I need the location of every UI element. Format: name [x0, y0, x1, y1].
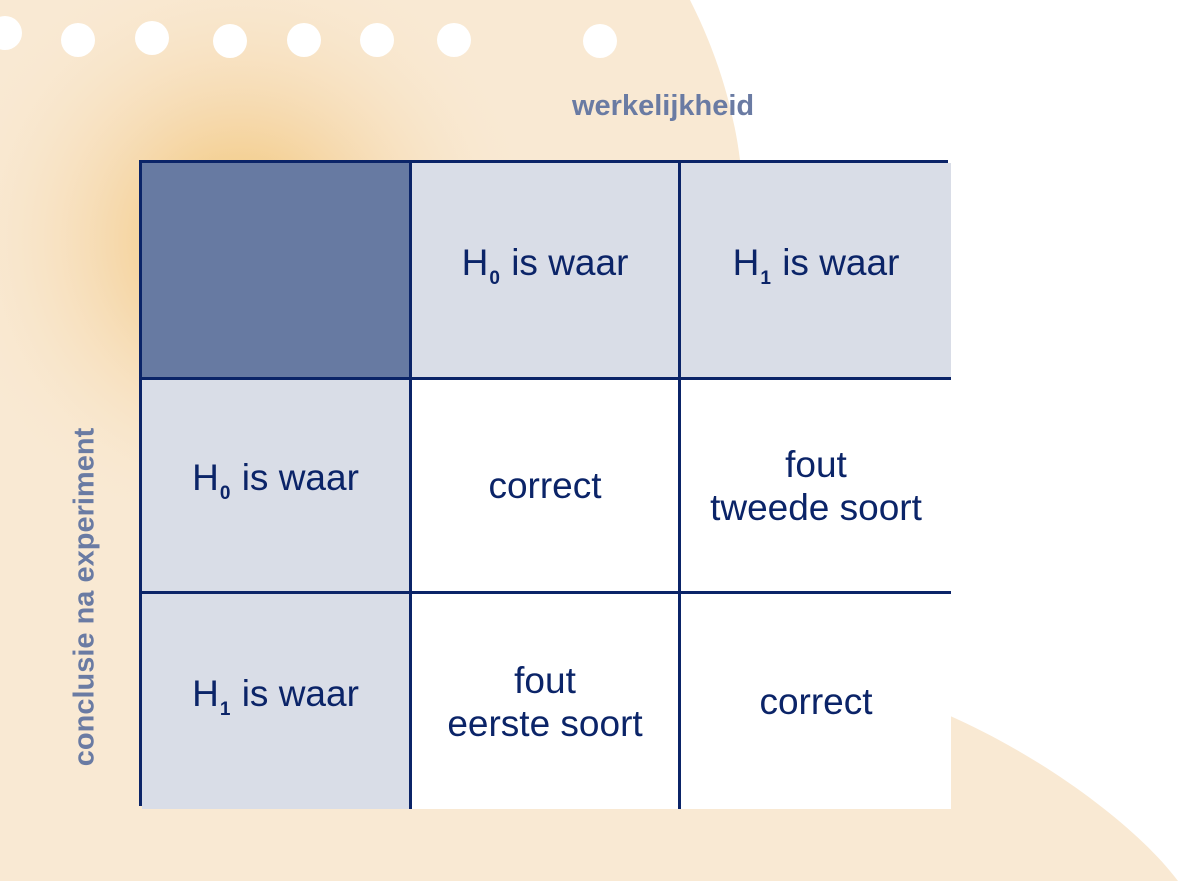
hypothesis-text: is waar: [782, 241, 900, 283]
cell-text-line-1: fout: [514, 659, 576, 701]
hypothesis-text: is waar: [241, 673, 359, 714]
cell-h0-h1: fout tweede soort: [681, 380, 951, 594]
hypothesis-subscript: 1: [219, 699, 231, 720]
cell-text-line-2: tweede soort: [710, 486, 922, 528]
hypothesis-symbol: H: [192, 457, 219, 498]
hypothesis-subscript: 1: [760, 267, 771, 289]
hypothesis-symbol: H: [461, 241, 489, 283]
cell-text: correct: [759, 681, 873, 722]
hypothesis-symbol: H: [732, 241, 760, 283]
column-axis-label: werkelijkheid: [572, 90, 755, 122]
hypothesis-subscript: 0: [489, 267, 500, 289]
hypothesis-symbol: H: [192, 673, 219, 714]
hypothesis-subscript: 0: [219, 483, 231, 504]
cell-text-line-1: fout: [785, 443, 847, 485]
column-header-h0: H0 is waar: [412, 163, 681, 380]
corner-cell: [142, 163, 412, 380]
cell-text: correct: [488, 465, 602, 506]
column-header-h0-label: H0 is waar: [462, 241, 629, 300]
row-axis-label: conclusie na experiment: [68, 427, 101, 767]
column-header-h1-label: H1 is waar: [733, 241, 900, 300]
hypothesis-text: is waar: [511, 241, 629, 283]
row-header-h0-label: H0 is waar: [192, 456, 359, 515]
cell-h1-h0: fout eerste soort: [412, 594, 681, 809]
row-header-h1-label: H1 is waar: [192, 672, 359, 731]
row-header-h0: H0 is waar: [142, 380, 412, 594]
error-type-matrix: H0 is waar H1 is waar H0 is waar correct…: [139, 160, 951, 809]
row-header-h1: H1 is waar: [142, 594, 412, 809]
binder-holes: [0, 16, 617, 58]
hypothesis-text: is waar: [241, 457, 359, 498]
cell-h0-h0: correct: [412, 380, 681, 594]
cell-h1-h1: correct: [681, 594, 951, 809]
column-header-h1: H1 is waar: [681, 163, 951, 380]
cell-text-line-2: eerste soort: [447, 702, 643, 744]
